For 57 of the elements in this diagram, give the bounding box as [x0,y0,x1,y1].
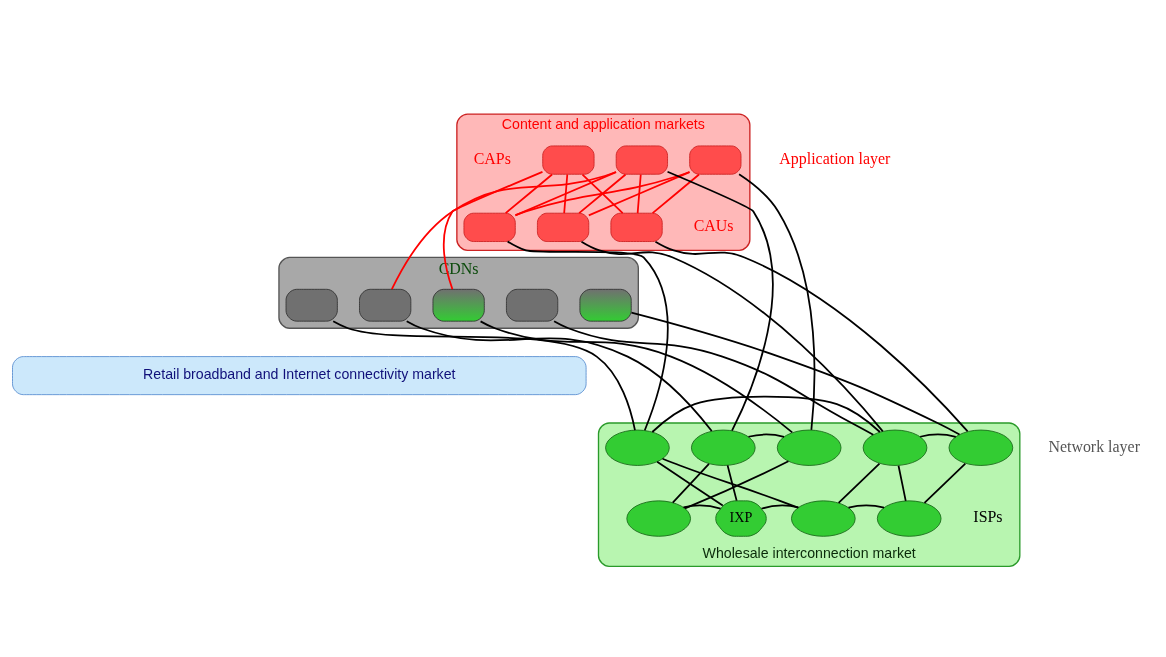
node-box [689,145,742,175]
connector [837,462,881,504]
node-box [615,145,668,175]
connector [636,173,642,215]
node-ellipse [876,500,942,537]
node-box [285,288,338,322]
connector [923,462,967,504]
node-box [579,288,632,322]
node-ellipse [605,429,670,466]
connector [919,433,957,438]
node-box [610,212,663,242]
connector [651,395,881,433]
connector [553,320,875,436]
connector [656,460,724,507]
connector [671,463,710,504]
connector [405,320,713,432]
node-ellipse [948,429,1014,466]
node-box [506,288,559,322]
connector [684,460,790,510]
node-box [542,145,595,175]
node-ellipse: IXP [715,500,767,537]
connector [563,173,569,215]
connector [760,504,800,510]
label: ISPs [973,508,1003,526]
connector [442,170,544,290]
connector [747,433,785,438]
connector [580,240,884,433]
connector [390,171,617,291]
node-ellipse [862,429,928,466]
connector [630,311,961,436]
label: CAPs [473,149,511,167]
node-ellipse [776,429,842,466]
label: Network layer [1048,437,1140,455]
connector [587,171,691,217]
connector [506,240,669,432]
connector [682,504,722,510]
node-ellipse [626,500,691,537]
connector [651,173,700,215]
connector [661,457,799,509]
connector [654,240,969,433]
node-box [432,288,485,322]
connector [504,173,553,215]
connector [897,464,907,502]
node-box [359,288,412,322]
connector [847,504,885,509]
connector [332,320,636,431]
node-box [536,212,590,242]
connector [666,170,774,432]
connector [726,464,738,502]
label: CAUs [693,217,734,235]
node-box [463,212,516,242]
label: Application layer [779,149,891,167]
connector [479,320,794,434]
connector [514,171,691,216]
node-box: Retail broadband and Internet connectivity market [12,356,587,396]
node-ellipse [791,500,856,537]
node-ellipse [691,429,756,466]
